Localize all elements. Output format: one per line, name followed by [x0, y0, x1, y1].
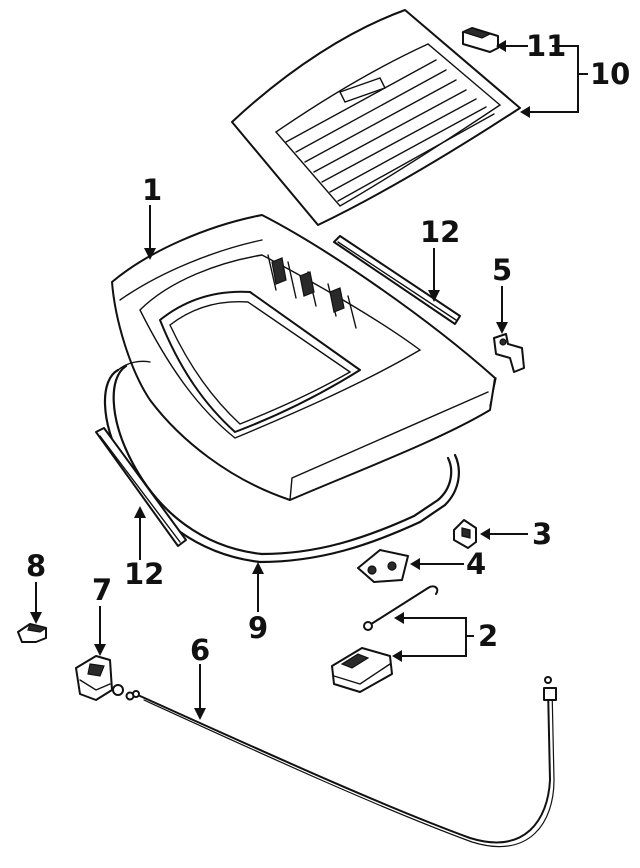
callout-1: 1 [142, 173, 162, 207]
callout-3: 3 [532, 517, 552, 551]
callout-6: 6 [190, 633, 210, 667]
callout-5: 5 [492, 253, 512, 287]
release-actuator [75, 655, 135, 701]
lift-gate [111, 214, 497, 501]
lock-and-rod [331, 585, 439, 693]
callout-11: 11 [526, 29, 566, 63]
back-glass [231, 9, 521, 226]
side-trim-strip-upper [333, 235, 461, 325]
side-trim-strip-lower [95, 427, 187, 547]
striker [357, 549, 409, 583]
glass-clip [461, 27, 499, 53]
callout-12-upper: 12 [420, 215, 460, 249]
small-latch [17, 623, 48, 643]
callout-2: 2 [478, 619, 498, 653]
weatherstrip-seal [103, 360, 460, 564]
bumper [453, 519, 477, 549]
callout-8: 8 [26, 549, 46, 583]
callout-10: 10 [590, 57, 630, 91]
leader-lines [30, 40, 588, 720]
callout-9: 9 [248, 611, 268, 645]
callout-4: 4 [466, 547, 486, 581]
callout-7: 7 [92, 573, 112, 607]
release-cable [132, 676, 557, 848]
hinge [493, 333, 525, 373]
callout-12-lower: 12 [124, 557, 164, 591]
